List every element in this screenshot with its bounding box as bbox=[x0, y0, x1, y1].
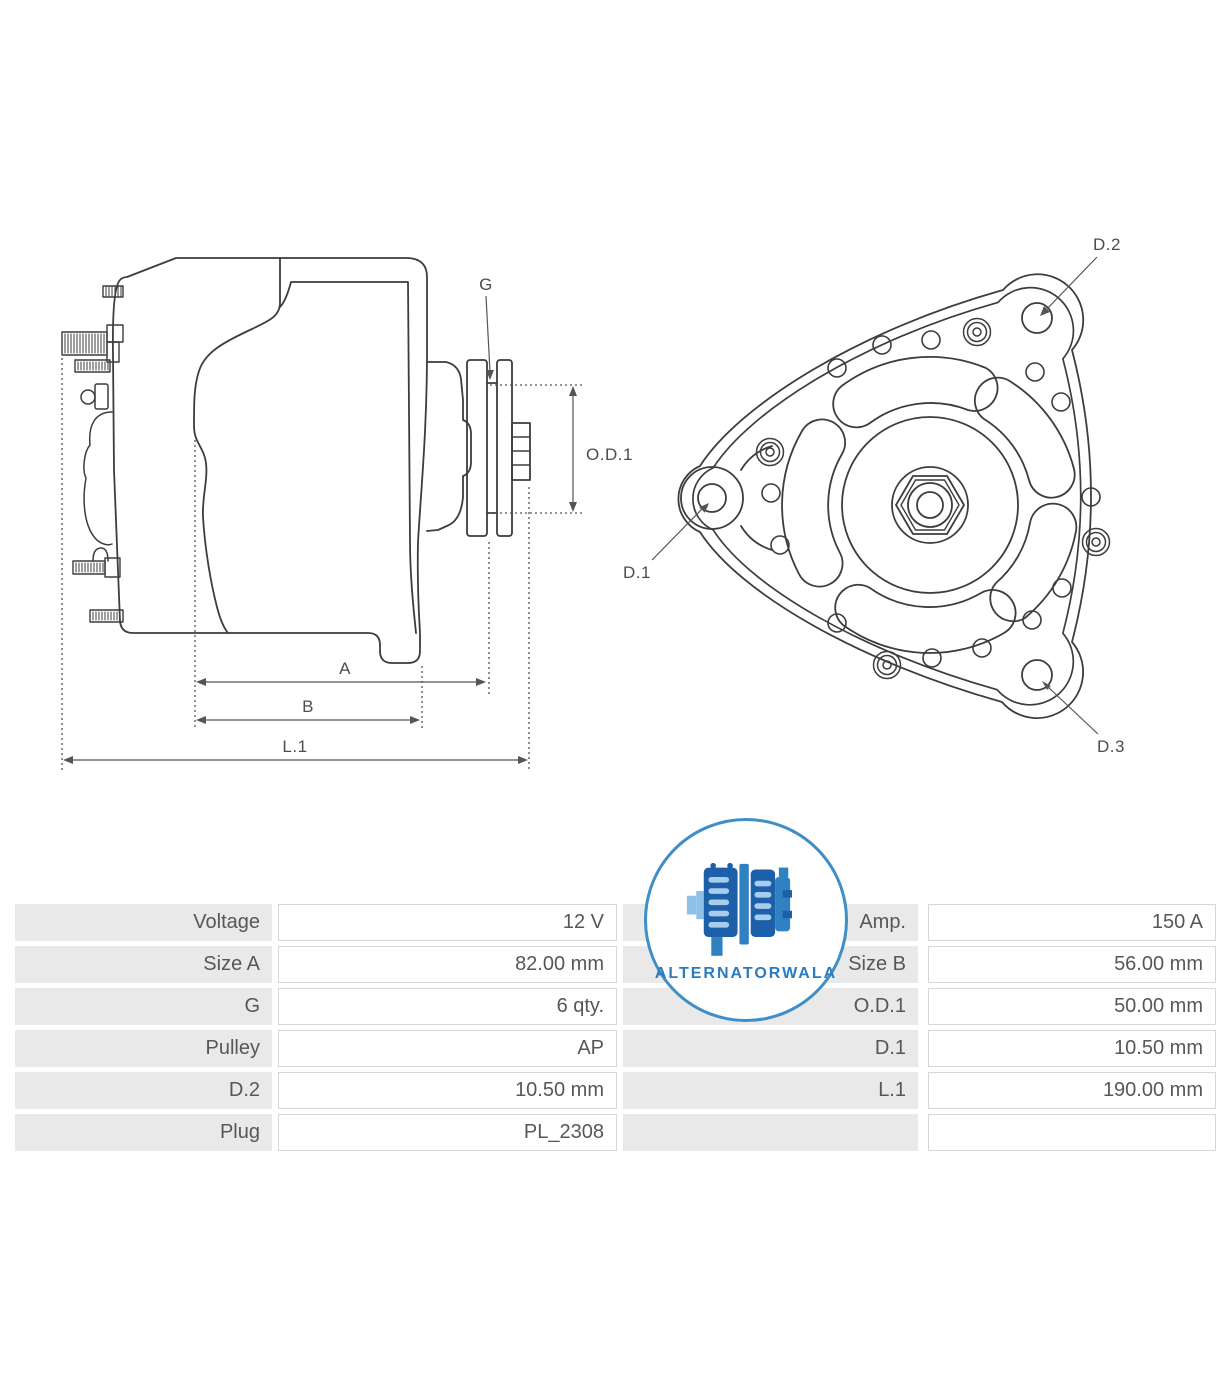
spec-label: D.1 bbox=[623, 1030, 918, 1067]
dimension-label-d1: D.1 bbox=[623, 563, 651, 582]
spec-value: 150 A bbox=[928, 904, 1216, 941]
alternator-logo-icon bbox=[686, 862, 792, 956]
spec-value: 10.50 mm bbox=[278, 1072, 617, 1109]
rivets bbox=[755, 317, 1111, 680]
brand-logo: ALTERNATORWALA bbox=[644, 818, 848, 1022]
table-row: Pulley AP D.1 10.50 mm bbox=[15, 1030, 1216, 1067]
spec-value bbox=[928, 1114, 1216, 1151]
spec-label: Voltage bbox=[15, 904, 272, 941]
spec-label: L.1 bbox=[623, 1072, 918, 1109]
pulley bbox=[466, 359, 531, 537]
side-inner-panel bbox=[279, 281, 417, 634]
table-row: D.2 10.50 mm L.1 190.00 mm bbox=[15, 1072, 1216, 1109]
dimension-label-a: A bbox=[339, 659, 351, 678]
spec-table: Voltage 12 V Amp. 150 A Size A 82.00 mm … bbox=[15, 904, 1216, 1156]
corner-hole-bottom bbox=[1021, 659, 1053, 691]
spec-label: Plug bbox=[15, 1114, 272, 1151]
spec-value: 82.00 mm bbox=[278, 946, 617, 983]
table-row: Voltage 12 V Amp. 150 A bbox=[15, 904, 1216, 941]
spec-label: G bbox=[15, 988, 272, 1025]
dimension-lines bbox=[61, 256, 1099, 772]
spec-label: Pulley bbox=[15, 1030, 272, 1067]
rear-terminals bbox=[80, 383, 113, 562]
shaft-nut bbox=[841, 416, 1019, 594]
dimension-label-od1: O.D.1 bbox=[586, 445, 633, 464]
spec-value: AP bbox=[278, 1030, 617, 1067]
corner-hole-top bbox=[1021, 302, 1053, 334]
front-view-drawing bbox=[677, 273, 1111, 719]
table-row: Size A 82.00 mm Size B 56.00 mm bbox=[15, 946, 1216, 983]
spec-value: PL_2308 bbox=[278, 1114, 617, 1151]
technical-drawing: G O.D.1 A B L.1 D.1 D.2 D.3 bbox=[61, 235, 1125, 772]
side-inner-curve bbox=[193, 257, 281, 634]
front-outer-contour bbox=[677, 273, 1092, 719]
rear-studs bbox=[61, 285, 124, 623]
spec-value: 56.00 mm bbox=[928, 946, 1216, 983]
dimension-label-g: G bbox=[479, 275, 493, 294]
vent-slots bbox=[781, 356, 1078, 654]
dimension-label-l1: L.1 bbox=[282, 737, 307, 756]
dimension-label-b: B bbox=[302, 697, 314, 716]
spec-label: D.2 bbox=[15, 1072, 272, 1109]
spec-value: 50.00 mm bbox=[928, 988, 1216, 1025]
brand-name: ALTERNATORWALA bbox=[654, 965, 838, 982]
spec-value: 190.00 mm bbox=[928, 1072, 1216, 1109]
table-row: Plug PL_2308 bbox=[15, 1114, 1216, 1151]
table-row: G 6 qty. O.D.1 50.00 mm bbox=[15, 988, 1216, 1025]
spec-label bbox=[623, 1114, 918, 1151]
spec-value: 10.50 mm bbox=[928, 1030, 1216, 1067]
front-inner-contour bbox=[692, 286, 1082, 706]
spec-label: Size A bbox=[15, 946, 272, 983]
mounting-lug bbox=[680, 445, 773, 551]
spec-value: 6 qty. bbox=[278, 988, 617, 1025]
dimension-label-d2: D.2 bbox=[1093, 235, 1121, 254]
spec-value: 12 V bbox=[278, 904, 617, 941]
side-front-nose bbox=[426, 361, 472, 532]
side-view-drawing bbox=[61, 257, 531, 664]
dimension-label-d3: D.3 bbox=[1097, 737, 1125, 756]
side-body-outline bbox=[111, 257, 428, 664]
